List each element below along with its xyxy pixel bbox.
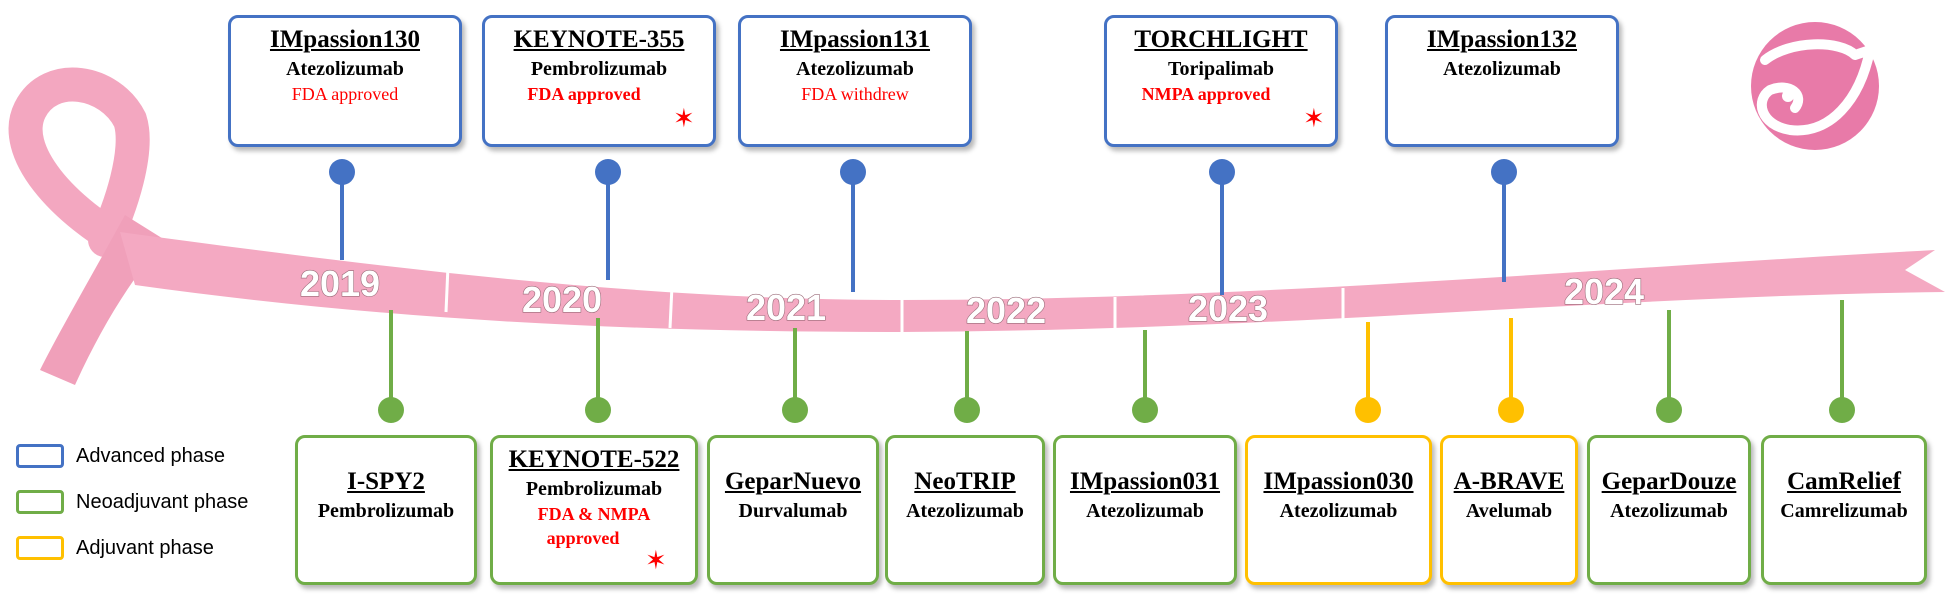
trial-name: IMpassion131 [779, 26, 931, 53]
connector-dot-top-2 [840, 159, 866, 185]
connector-dot-bottom-5 [1355, 397, 1381, 423]
trial-drug: Avelumab [1465, 500, 1553, 522]
connector-dot-bottom-6 [1498, 397, 1524, 423]
legend-label-advanced: Advanced phase [76, 445, 226, 467]
connector-dot-bottom-3 [954, 397, 980, 423]
trial-drug: Pembrolizumab [317, 500, 455, 522]
trial-status: FDA withdrew [801, 84, 909, 104]
trial-status-line2: approved [546, 528, 620, 548]
connector-dot-bottom-4 [1132, 397, 1158, 423]
trial-name: IMpassion130 [269, 26, 421, 53]
trial-name: KEYNOTE-522 [508, 446, 680, 473]
legend-label-adjuvant: Adjuvant phase [76, 537, 214, 559]
trial-card-neotrip: NeoTRIP Atezolizumab [885, 435, 1045, 585]
red-star-icon: ✶ [1303, 104, 1325, 134]
pink-ribbon-icon [8, 67, 165, 385]
trial-name: A-BRAVE [1453, 468, 1565, 495]
trial-status: FDA & NMPA [537, 504, 651, 524]
trial-card-impassion030: IMpassion030 Atezolizumab [1245, 435, 1432, 585]
trial-name: NeoTRIP [914, 468, 1016, 495]
trial-name: CamRelief [1787, 468, 1901, 495]
connector-dot-top-3 [1209, 159, 1235, 185]
trial-name: KEYNOTE-355 [513, 26, 685, 53]
trial-card-geparnuevo: GeparNuevo Durvalumab [707, 435, 879, 585]
connector-dot-bottom-0 [378, 397, 404, 423]
legend-swatch-neoadjuvant [16, 490, 64, 514]
trial-status: NMPA approved [1141, 84, 1271, 104]
trial-name: IMpassion132 [1426, 26, 1578, 53]
timeline-ribbon [120, 232, 1945, 332]
year-dividers [444, 265, 1345, 333]
connector-dot-bottom-7 [1656, 397, 1682, 423]
year-label-2021: 2021 [746, 287, 826, 328]
year-label-2020: 2020 [522, 279, 602, 320]
trial-drug: Atezolizumab [906, 500, 1024, 522]
trial-card-a-brave: A-BRAVE Avelumab [1440, 435, 1578, 585]
legend-swatch-advanced [16, 444, 64, 468]
trial-card-impassion132: IMpassion132 Atezolizumab [1385, 15, 1619, 147]
year-label-2024: 2024 [1564, 271, 1644, 312]
trial-drug: Atezolizumab [1610, 500, 1728, 522]
trial-card-ispy2: I-SPY2 Pembrolizumab [295, 435, 477, 585]
connector-dot-top-4 [1491, 159, 1517, 185]
trial-card-camrelief: CamRelief Camrelizumab [1761, 435, 1927, 585]
trial-status: FDA approved [291, 84, 399, 104]
connector-dot-top-1 [595, 159, 621, 185]
trial-drug: Durvalumab [738, 500, 848, 522]
trial-card-keynote522: KEYNOTE-522 Pembrolizumab FDA & NMPA app… [490, 435, 698, 585]
trial-card-impassion031: IMpassion031 Atezolizumab [1053, 435, 1237, 585]
year-label-2023: 2023 [1188, 288, 1268, 329]
trial-name: I-SPY2 [347, 468, 425, 495]
trial-name: GeparNuevo [724, 468, 862, 495]
trial-name: GeparDouze [1601, 468, 1737, 495]
trial-drug: Atezolizumab [1086, 500, 1204, 522]
red-star-icon: ✶ [673, 104, 695, 134]
trial-card-impassion131: IMpassion131 Atezolizumab FDA withdrew [738, 15, 972, 147]
connector-dot-bottom-2 [782, 397, 808, 423]
trial-name: IMpassion030 [1263, 468, 1414, 495]
trial-drug: Atezolizumab [1279, 500, 1398, 522]
trial-card-impassion130: IMpassion130 Atezolizumab FDA approved [228, 15, 462, 147]
trial-drug: Atezolizumab [796, 58, 914, 80]
legend-label-neoadjuvant: Neoadjuvant phase [76, 491, 249, 513]
trial-name: TORCHLIGHT [1134, 26, 1308, 53]
legend-swatch-adjuvant [16, 536, 64, 560]
trial-card-torchlight: TORCHLIGHT Toripalimab NMPA approved ✶ [1104, 15, 1338, 147]
breast-icon [1751, 22, 1879, 150]
trial-drug: Pembrolizumab [530, 58, 668, 80]
trial-drug: Atezolizumab [1443, 58, 1561, 80]
trial-status: FDA approved [527, 84, 641, 104]
trial-drug: Camrelizumab [1780, 500, 1908, 522]
year-label-2019: 2019 [300, 263, 380, 304]
connector-dot-top-0 [329, 159, 355, 185]
year-label-2022: 2022 [966, 290, 1046, 331]
trial-drug: Atezolizumab [286, 58, 404, 80]
trial-card-gepardouze: GeparDouze Atezolizumab [1587, 435, 1751, 585]
trial-name: IMpassion031 [1069, 468, 1221, 495]
trial-card-keynote355: KEYNOTE-355 Pembrolizumab FDA approved ✶ [482, 15, 716, 147]
connector-dot-bottom-1 [585, 397, 611, 423]
trial-drug: Pembrolizumab [525, 478, 663, 500]
connector-dot-bottom-8 [1829, 397, 1855, 423]
red-star-icon: ✶ [645, 546, 667, 576]
trial-drug: Toripalimab [1168, 58, 1274, 80]
